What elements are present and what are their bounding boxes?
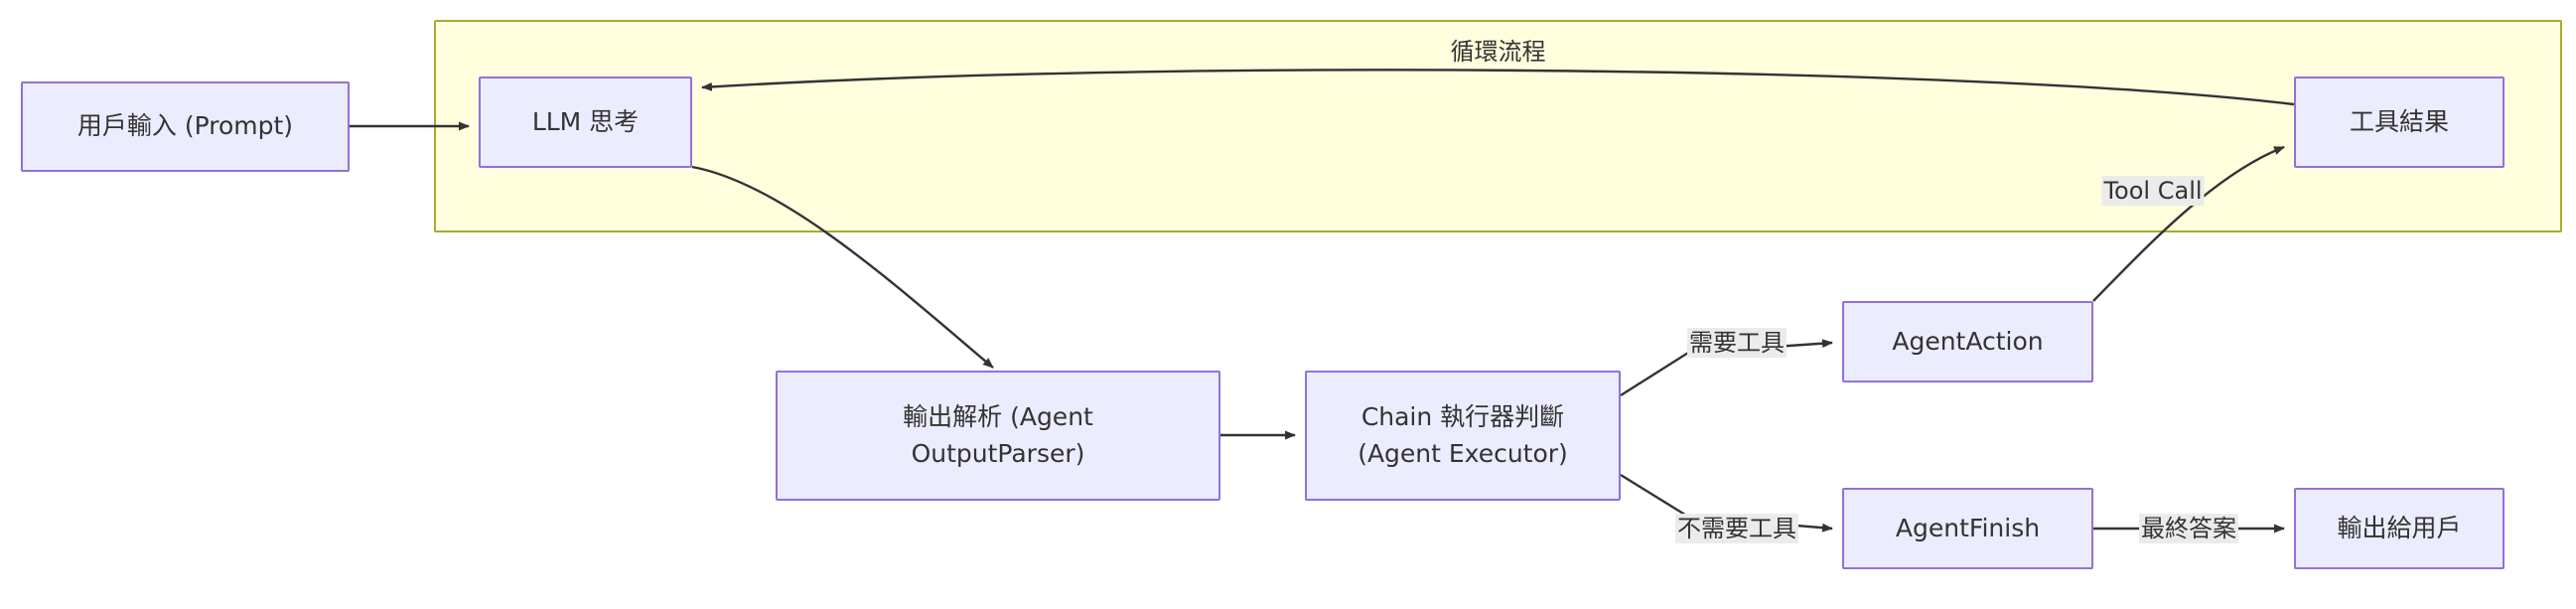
node-label: 工具結果 — [2349, 106, 2449, 136]
edge-llm-to-parser — [691, 165, 994, 369]
edge-label-need-tool: 需要工具 — [1687, 328, 1787, 358]
node-llm-thinking[interactable]: LLM 思考 — [479, 76, 692, 168]
node-label: LLM 思考 — [531, 106, 640, 136]
edge-tool-result-to-llm — [701, 69, 2295, 106]
node-label: Chain 執行器判斷 (Agent Executor) — [1358, 402, 1568, 468]
node-agent-finish[interactable]: AgentFinish — [1842, 488, 2093, 569]
node-label: 輸出解析 (Agent OutputParser) — [903, 402, 1093, 468]
node-agent-executor[interactable]: Chain 執行器判斷 (Agent Executor) — [1305, 371, 1621, 501]
edge-label-final-answer: 最終答案 — [2139, 514, 2238, 543]
edge-label-no-tool-needed: 不需要工具 — [1675, 514, 1798, 543]
node-output-parser[interactable]: 輸出解析 (Agent OutputParser) — [776, 371, 1220, 501]
node-output-to-user[interactable]: 輸出給用戶 — [2294, 488, 2504, 569]
subgraph-loop-container: 循環流程 — [434, 20, 2562, 232]
node-tool-result[interactable]: 工具結果 — [2294, 76, 2504, 168]
subgraph-loop-title: 循環流程 — [1450, 38, 1546, 66]
node-label: AgentAction — [1892, 326, 2044, 356]
node-user-input-prompt[interactable]: 用戶輸入 (Prompt) — [21, 81, 350, 172]
node-label: 用戶輸入 (Prompt) — [76, 111, 294, 141]
edge-action-to-tool-result — [2092, 145, 2285, 302]
node-label: AgentFinish — [1895, 513, 2041, 542]
node-agent-action[interactable]: AgentAction — [1842, 301, 2093, 382]
node-label: 輸出給用戶 — [2337, 513, 2462, 542]
edge-label-tool-call: Tool Call — [2101, 176, 2205, 206]
